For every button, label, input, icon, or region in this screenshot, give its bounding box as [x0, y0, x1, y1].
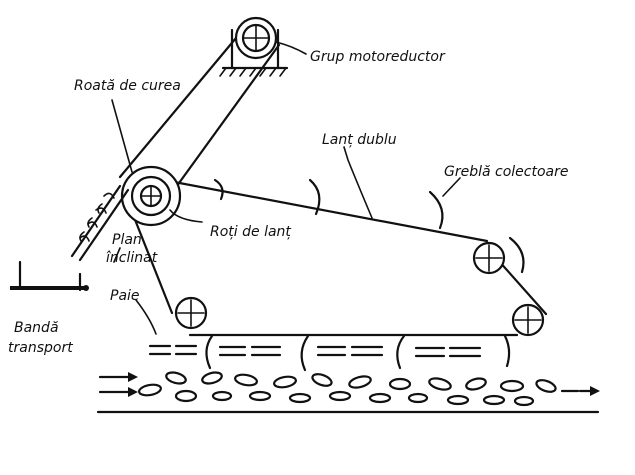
label-inclined-plane-line1: Plan [112, 232, 142, 248]
leader-lines [111, 99, 461, 335]
label-collector-rake: Greblă colectoare [444, 164, 569, 180]
label-conveyor-line1: Bandă [14, 320, 59, 336]
label-straw: Paie [110, 288, 140, 304]
rakes-lower [205, 334, 511, 372]
drive-belt [118, 36, 281, 203]
travel-direction-arrows [98, 372, 600, 397]
label-inclined-plane-line2: înclinat [106, 250, 158, 266]
conveyor-belt [10, 260, 89, 292]
sprocket-lower-right [511, 303, 545, 337]
straw-lumps [138, 371, 557, 407]
straw-dashes [148, 344, 482, 358]
main-sprocket-and-belt-wheel [120, 165, 182, 227]
inclined-plane [70, 184, 130, 262]
sprocket-lower-left [174, 296, 208, 330]
label-double-chain: Lanț dublu [322, 132, 397, 148]
label-motor-group: Grup motoreductor [310, 49, 446, 65]
motor-reducer-group [219, 16, 307, 77]
label-belt-wheel: Roată de curea [74, 78, 181, 94]
double-chain-loop [126, 176, 548, 337]
rakes-upper [213, 178, 525, 274]
sprocket-upper-right [472, 241, 506, 275]
label-conveyor-line2: transport [8, 340, 73, 356]
label-chain-wheels: Roți de lanț [210, 224, 291, 240]
